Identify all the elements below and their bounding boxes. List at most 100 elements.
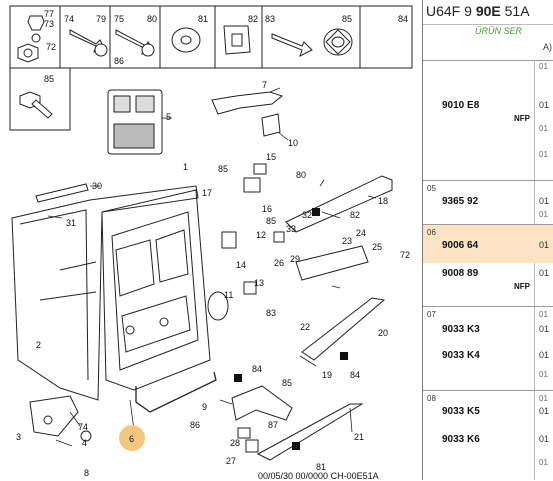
callout-15: 15 [266,152,276,162]
callout-14: 14 [236,260,246,270]
reference-code: U64F 9 90E 51A [426,3,530,19]
callout-80b: 83 [266,308,276,318]
qty-tick: 01 [539,150,548,159]
callout-79b: 82 [350,210,360,220]
part-number-selected[interactable]: 9006 64 [442,240,479,251]
callout-24: 24 [356,228,366,238]
callout-33: 33 [286,224,296,234]
callout-17: 17 [202,188,212,198]
door-sketch [11,89,393,461]
callout-76: 79 [96,14,106,24]
callout-2: 2 [36,340,41,350]
qty-tick: 01 [539,310,548,319]
callout-30: 30 [92,181,102,191]
leader-lines [47,87,377,447]
part-qty: 01 [539,268,550,278]
callout-20: 20 [378,328,388,338]
catalog-subtitle-sub: A) [543,42,552,52]
catalog-group [423,60,553,181]
callout-77: 80 [147,14,157,24]
catalog-group [423,180,553,225]
catalog-subtitle: ÜRÜN SER [475,26,523,36]
callout-84b: 85 [282,378,292,388]
fastener-box [9,5,413,131]
callout-31: 31 [66,218,76,228]
callout-85: 85 [218,164,228,174]
group-number: 07 [427,310,436,319]
catalog-header: U64F 9 90E 51A [423,0,553,25]
callout-21: 21 [354,432,364,442]
callout-78: 81 [198,14,208,24]
callout-82b: 85 [266,216,276,226]
part-number[interactable]: 9008 89 [442,268,479,279]
catalog-group [423,224,553,307]
group-number: 05 [427,184,436,193]
part-note: NFP [514,114,530,123]
part-number[interactable]: 9033 K4 [442,350,480,361]
part-qty: 01 [539,350,550,360]
callout-8: 8 [84,468,89,478]
parts-catalog-panel: U64F 9 90E 51A ÜRÜN SER A) 01 9010 E8 01… [422,0,553,480]
callout-6: 6 [129,434,134,444]
callout-27: 27 [226,456,236,466]
callout-86b: 86 [190,420,200,430]
group-number: 06 [427,228,436,237]
qty-tick: 01 [539,124,548,133]
selected-row-highlight [423,225,553,263]
callout-3: 3 [16,432,21,442]
callout-6-highlight [119,425,145,451]
callout-4: 4 [82,438,87,448]
catalog-group [423,390,553,481]
diagram-footer: 00/05/30 00/0000 CH-00E51A [258,471,379,480]
callout-73: 75 [114,14,124,24]
callout-70: 72 [46,42,56,52]
catalog-group [423,306,553,391]
qty-tick: 01 [539,394,548,403]
callout-78b: 81 [316,462,326,472]
qty-tick: 01 [539,370,548,379]
callout-18: 18 [378,196,388,206]
part-number[interactable]: 9033 K6 [442,434,480,445]
callout-16: 16 [262,204,272,214]
part-qty: 01 [539,434,550,444]
part-number[interactable]: 9010 E8 [442,100,480,111]
callout-80: 83 [265,14,275,24]
part-qty: 01 [539,196,550,206]
qty-tick: 01 [539,62,548,71]
callout-29: 29 [290,254,300,264]
callout-71: 73 [44,19,54,29]
callout-7: 7 [262,80,267,90]
callout-1: 1 [183,162,188,172]
callout-22: 22 [300,322,310,332]
callout-10: 10 [288,138,298,148]
callout-86: 86 [114,56,124,66]
part-callouts: 1 2 3 4 5 6 7 8 9 10 11 12 13 14 15 16 1… [16,80,410,478]
callout-19: 19 [322,370,332,380]
part-markers [234,208,348,450]
callout-87: 87 [268,420,278,430]
callout-23: 23 [342,236,352,246]
callout-32: 32 [302,210,312,220]
box-callouts: 77 73 72 74 79 75 80 86 81 82 83 85 84 8… [44,9,408,84]
part-qty: 01 [539,100,550,110]
callout-12: 12 [256,230,266,240]
callout-84: 85 [44,74,54,84]
part-qty: 01 [539,240,550,250]
exploded-parts-diagram: 77 73 72 74 79 75 80 86 81 82 83 85 84 8… [9,5,413,480]
callout-13: 13 [254,278,264,288]
callout-9: 9 [202,402,207,412]
callout-25: 25 [372,242,382,252]
callout-28: 28 [230,438,240,448]
callout-11: 11 [224,290,233,300]
callout-74: 77 [44,9,54,19]
callout-5: 5 [166,112,171,122]
part-number[interactable]: 9033 K3 [442,324,480,335]
part-qty: 01 [539,324,550,334]
callout-72b: 74 [78,422,88,432]
callout-26: 26 [274,258,284,268]
part-number[interactable]: 9365 92 [442,196,479,207]
callout-83b: 84 [252,364,262,374]
part-number[interactable]: 9033 K5 [442,406,480,417]
part-note: NFP [514,282,530,291]
callout-72: 74 [64,14,74,24]
